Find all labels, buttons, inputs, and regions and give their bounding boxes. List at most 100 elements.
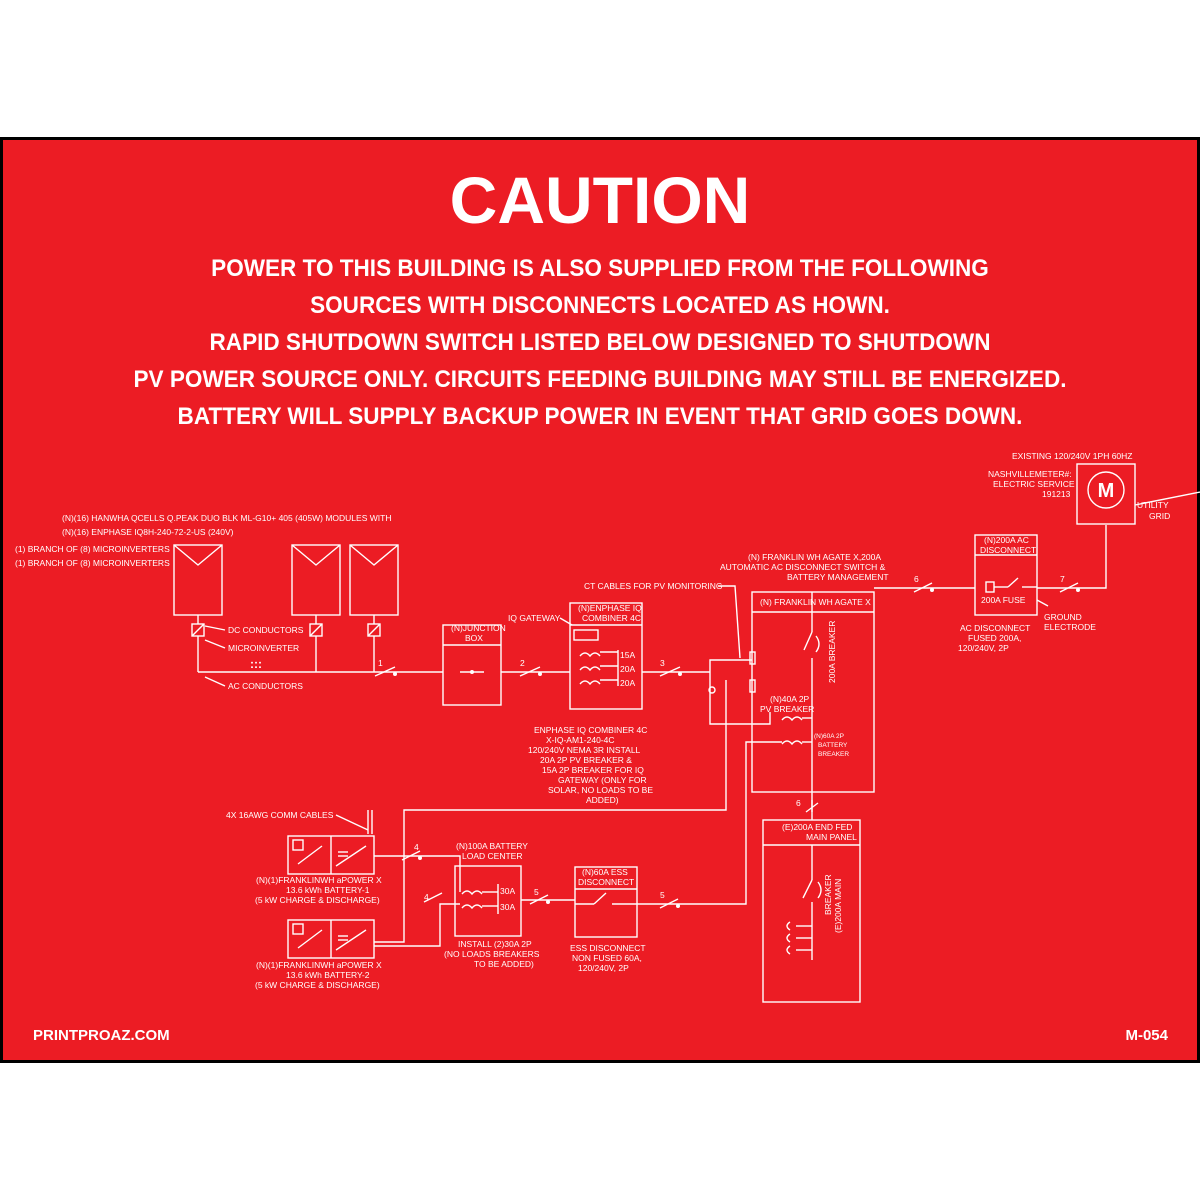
combiner-desc: ENPHASE IQ COMBINER 4C [534,725,647,735]
combiner-desc: SOLAR, NO LOADS TO BE [548,785,653,795]
modules-label: (N)(16) HANWHA QCELLS Q.PEAK DUO BLK ML-… [62,513,391,523]
wire-tag: 2 [520,658,525,668]
iq-gateway-label: IQ GATEWAY [508,613,561,623]
agate-title: (N) FRANKLIN WH AGATE X [760,597,871,607]
ac-disconnect-desc: AC DISCONNECT [960,623,1030,633]
leader-line [204,676,226,687]
combiner-desc: ADDED) [586,795,619,805]
sign-panel: CAUTION POWER TO THIS BUILDING IS ALSO S… [3,140,1197,1060]
wire [709,672,771,725]
wire-tag: 5 [534,887,539,897]
ac-conductors-label: AC CONDUCTORS [228,681,303,691]
battery2-label: (5 kW CHARGE & DISCHARGE) [255,980,380,990]
agate-desc: AUTOMATIC AC DISCONNECT SWITCH & [720,562,886,572]
ct-cables-label: CT CABLES FOR PV MONITORING [584,581,723,591]
ellipsis-mark: ::: [250,657,262,671]
combiner-title: (N)ENPHASE IQ [578,603,642,613]
fuse-label: 200A FUSE [981,595,1026,605]
leader-line [204,625,226,631]
microinverter-label: MICROINVERTER [228,643,299,653]
pv-module [291,544,341,616]
agate-60a-label: BREAKER [818,751,849,758]
agate-40a-label: (N)40A 2P [770,694,810,704]
battery-center-title: (N)100A BATTERY [456,841,528,851]
meter-info: NASHVILLEMETER#: [988,469,1072,479]
breaker-rating: 15A [620,650,635,660]
battery-center-title: LOAD CENTER [462,851,522,861]
combiner-desc: 20A 2P PV BREAKER & [540,755,632,765]
message-line: SOURCES WITH DISCONNECTS LOCATED AS HOWN… [310,292,890,319]
meter-symbol: M [1098,480,1115,502]
wire [637,808,747,905]
breaker-icon [745,740,812,808]
meter-icon [1076,463,1136,525]
agate-desc: BATTERY MANAGEMENT [787,572,889,582]
message-line: RAPID SHUTDOWN SWITCH LISTED BELOW DESIG… [209,329,991,356]
combiner-desc: X-IQ-AM1-240-4C [546,735,615,745]
breaker-rating: 30A [500,886,515,896]
branch-label: (1) BRANCH OF (8) MICROINVERTERS [15,544,170,554]
wire-tag: 4 [424,892,429,902]
agate-60a-label: (N)60A 2P [814,733,844,740]
pv-module [173,544,223,616]
wire-tag: 5 [660,890,665,900]
wire-tag: 3 [660,658,665,668]
ac-disconnect-title: DISCONNECT [980,545,1036,555]
ess-disconnect [574,866,638,938]
microinverter-icon [367,615,381,672]
ground-label: ELECTRODE [1044,622,1096,632]
wire [374,855,461,892]
pv-module [349,544,399,616]
ess-desc: 120/240V, 2P [578,963,629,973]
wire [374,903,460,947]
combiner-desc: GATEWAY (ONLY FOR [558,775,647,785]
combiner-title: COMBINER 4C [582,613,641,623]
agate-60a-label: BATTERY [818,742,848,749]
ac-disconnect-desc: FUSED 200A, [968,633,1021,643]
utility-label: UTILITY [1137,500,1169,510]
main-breaker-label: BREAKER [823,874,833,915]
ac-disconnect [974,534,1038,616]
agate-box [751,591,875,793]
breaker-icon [579,650,619,686]
battery-center-desc: INSTALL (2)30A 2P [458,939,532,949]
ess-title: (N)60A ESS [582,867,628,877]
ac-disconnect-desc: 120/240V, 2P [958,643,1009,653]
breaker-rating: 30A [500,902,515,912]
comm-cables-label: 4X 16AWG COMM CABLES [226,810,334,820]
ess-title: DISCONNECT [578,877,634,887]
utility-line [1134,491,1200,506]
utility-label: GRID [1149,511,1170,521]
battery-center-desc: TO BE ADDED) [474,959,534,969]
wire [1037,525,1107,589]
ess-desc: ESS DISCONNECT [570,943,646,953]
leader-line [718,585,741,659]
existing-service-label: EXISTING 120/240V 1PH 60HZ [1012,451,1132,461]
agate-desc: (N) FRANKLIN WH AGATE X,200A [748,552,881,562]
combiner-desc: 120/240V NEMA 3R INSTALL [528,745,641,755]
wire-tag-mark [374,666,396,677]
message-line: BATTERY WILL SUPPLY BACKUP POWER IN EVEN… [177,403,1023,430]
meter-info: ELECTRIC SERVICE [993,479,1075,489]
battery-icon [287,919,375,959]
junction-box [442,624,502,706]
main-panel-title: (E)200A END FED [782,822,852,832]
branch-label: (1) BRANCH OF (8) MICROINVERTERS [15,558,170,568]
main-panel-title: MAIN PANEL [806,832,857,842]
wire-tag: 6 [914,574,919,584]
junction-box-label: (N)JUNCTION [451,623,506,633]
main-breaker-label: (E)200A MAIN [833,879,843,933]
message-line: PV POWER SOURCE ONLY. CIRCUITS FEEDING B… [133,366,1067,393]
battery2-label: (N)(1)FRANKLINWH aPOWER X [256,960,382,970]
dc-conductors-label: DC CONDUCTORS [228,625,304,635]
battery1-label: 13.6 kWh BATTERY-1 [286,885,370,895]
caution-sign: CAUTION POWER TO THIS BUILDING IS ALSO S… [0,137,1200,1063]
wire-tag: 1 [378,658,383,668]
battery-icon [287,835,375,875]
battery2-label: 13.6 kWh BATTERY-2 [286,970,370,980]
caution-title: CAUTION [449,163,751,237]
message-line: POWER TO THIS BUILDING IS ALSO SUPPLIED … [211,255,989,282]
agate-40a-label: PV BREAKER [760,704,814,714]
junction-box-label: BOX [465,633,483,643]
meter-info: 191213 [1042,489,1071,499]
